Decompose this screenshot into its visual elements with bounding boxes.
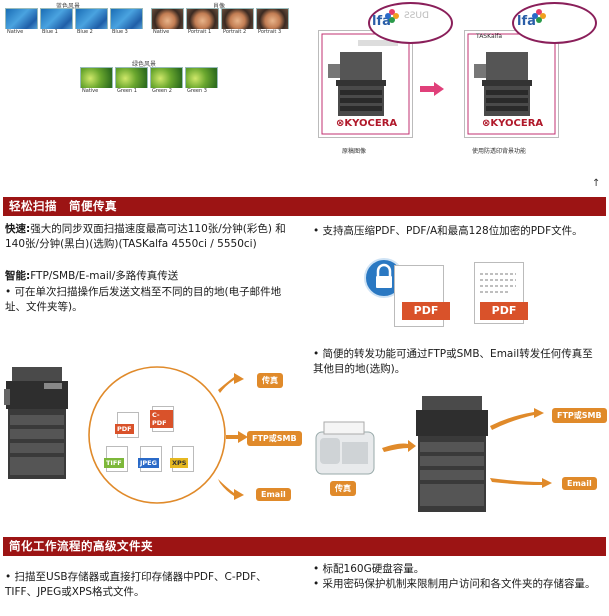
original-document — [318, 30, 413, 138]
smart-label: 智能: — [5, 270, 31, 282]
target-fax-tag: 传真 — [257, 373, 283, 388]
blue-landscape-heading: 蓝色风景 — [55, 3, 80, 10]
swatch-caption: Green 1 — [115, 88, 148, 95]
swatch-blue-native: Native — [5, 8, 38, 36]
taskalfa-label: TASKalfa — [476, 33, 503, 40]
processed-document-art — [467, 33, 556, 135]
file-type-tiff: TIFF — [104, 446, 128, 472]
green-landscape-heading: 绿色风景 — [131, 61, 156, 68]
swatch-caption: Blue 2 — [75, 29, 108, 36]
kyocera-logo-right: ⊗KYOCERA — [482, 118, 543, 129]
file-type-label: JPEG — [138, 458, 159, 468]
speed-label: 快速: — [5, 223, 31, 235]
zoom-bubble-right — [512, 2, 597, 44]
swatch-blue-3: Blue 3 — [110, 8, 143, 36]
kyocera-mark-icon: ⊗ — [336, 118, 345, 129]
swatch-caption: Portrait 3 — [256, 29, 289, 36]
multi-destination-bullet: • 可在单次扫描操作后发送文档至不同的目的地(电子邮件地址、文件夹等)。 — [5, 286, 282, 313]
swatch-green-2: Green 2 — [150, 67, 183, 95]
swatch-caption: Portrait 2 — [221, 29, 254, 36]
usb-scan-bullet: • 扫描至USB存储器或直接打印存储器中PDF、C-PDF、TIFF、JPEG或… — [5, 571, 267, 598]
file-type-cpdf: C-PDF — [150, 406, 174, 432]
swatch-portrait-2: Portrait 2 — [221, 8, 254, 36]
flower-logo-icon — [532, 9, 546, 23]
brand-text: KYOCERA — [490, 118, 544, 129]
file-type-jpeg: JPEG — [138, 446, 162, 472]
mfp-left-icon — [4, 367, 68, 479]
swatch-caption: Blue 1 — [40, 29, 73, 36]
swatch-green-native: Native — [80, 67, 113, 95]
swatch-caption: Native — [151, 29, 184, 36]
smart-paragraph: 智能:FTP/SMB/E-mail/多路传真传送 — [5, 269, 297, 284]
smart-text: FTP/SMB/E-mail/多路传真传送 — [30, 270, 179, 282]
file-type-label: C-PDF — [150, 410, 173, 428]
portrait-heading: 肖像 — [212, 3, 225, 10]
original-document-art — [321, 33, 410, 135]
swatch-caption: Portrait 1 — [186, 29, 219, 36]
target-ftp-smb-tag: FTP或SMB — [247, 431, 302, 446]
swatch-portrait-1: Portrait 1 — [186, 8, 219, 36]
fax-machine-icon — [315, 421, 375, 475]
file-type-label: XPS — [170, 458, 189, 468]
file-type-pdf: PDF — [115, 412, 139, 438]
target-ftp-smb-tag-right: FTP或SMB — [552, 408, 607, 423]
source-fax-tag: 传真 — [330, 481, 356, 496]
swatch-green-1: Green 1 — [115, 67, 148, 95]
fax-forward-bullet: • 简便的转发功能可通过FTP或SMB、Email转发任何传真至其他目的地(选购… — [313, 348, 593, 375]
pdf-badge: PDF — [480, 302, 528, 320]
pdf-support-bullet: • 支持高压缩PDF、PDF/A和最高128位加密的PDF文件。 — [313, 225, 583, 237]
swatch-caption: Native — [5, 29, 38, 36]
processed-caption: 使用防透印背景功能 — [472, 148, 527, 155]
target-email-tag-right: Email — [562, 477, 597, 490]
section-title-scan-fax: 轻松扫描 简便传真 — [3, 197, 606, 216]
fax-forward-diagram — [315, 396, 552, 512]
kyocera-mark-icon: ⊗ — [482, 118, 491, 129]
swatch-caption: Green 2 — [150, 88, 183, 95]
arrow-right-icon — [420, 82, 444, 96]
brand-text: KYOCERA — [344, 118, 398, 129]
file-type-label: PDF — [115, 424, 134, 434]
swatch-caption: Blue 3 — [110, 29, 143, 36]
show-through-text: DUSS — [404, 11, 429, 21]
speed-paragraph: 快速:强大的同步双面扫描速度最高可达110张/分钟(彩色) 和140张/分钟(黑… — [5, 222, 297, 252]
scan-distribution-diagram — [4, 366, 248, 504]
target-email-tag: Email — [256, 488, 291, 501]
swatch-blue-1: Blue 1 — [40, 8, 73, 36]
password-bullet: • 采用密码保护机制来限制用户访问和各文件夹的存储容量。 — [313, 578, 596, 590]
swatch-portrait-3: Portrait 3 — [256, 8, 289, 36]
kyocera-logo-left: ⊗KYOCERA — [336, 118, 397, 129]
swatch-portrait-native: Native — [151, 8, 184, 36]
file-type-label: TIFF — [104, 458, 124, 468]
speed-text: 强大的同步双面扫描速度最高可达110张/分钟(彩色) 和140张/分钟(黑白)(… — [5, 223, 286, 250]
flower-logo-icon — [385, 9, 399, 23]
file-type-xps: XPS — [170, 446, 194, 472]
pdf-badge: PDF — [402, 302, 450, 320]
lock-icon — [364, 258, 404, 298]
swatch-caption: Green 3 — [185, 88, 218, 95]
scroll-to-top-icon[interactable]: ↑ — [592, 178, 601, 189]
mfp-right-icon — [416, 396, 488, 512]
original-caption: 原稿图像 — [342, 148, 367, 155]
swatch-blue-2: Blue 2 — [75, 8, 108, 36]
bubble-text-right: lfa — [517, 14, 536, 29]
hdd-bullet: • 标配160G硬盘容量。 — [313, 563, 425, 575]
text-lines-icon — [480, 273, 516, 293]
swatch-caption: Native — [80, 88, 113, 95]
zoom-bubble-left — [368, 2, 453, 44]
swatch-green-3: Green 3 — [185, 67, 218, 95]
section-title-advanced-folder: 简化工作流程的高级文件夹 — [3, 537, 606, 556]
